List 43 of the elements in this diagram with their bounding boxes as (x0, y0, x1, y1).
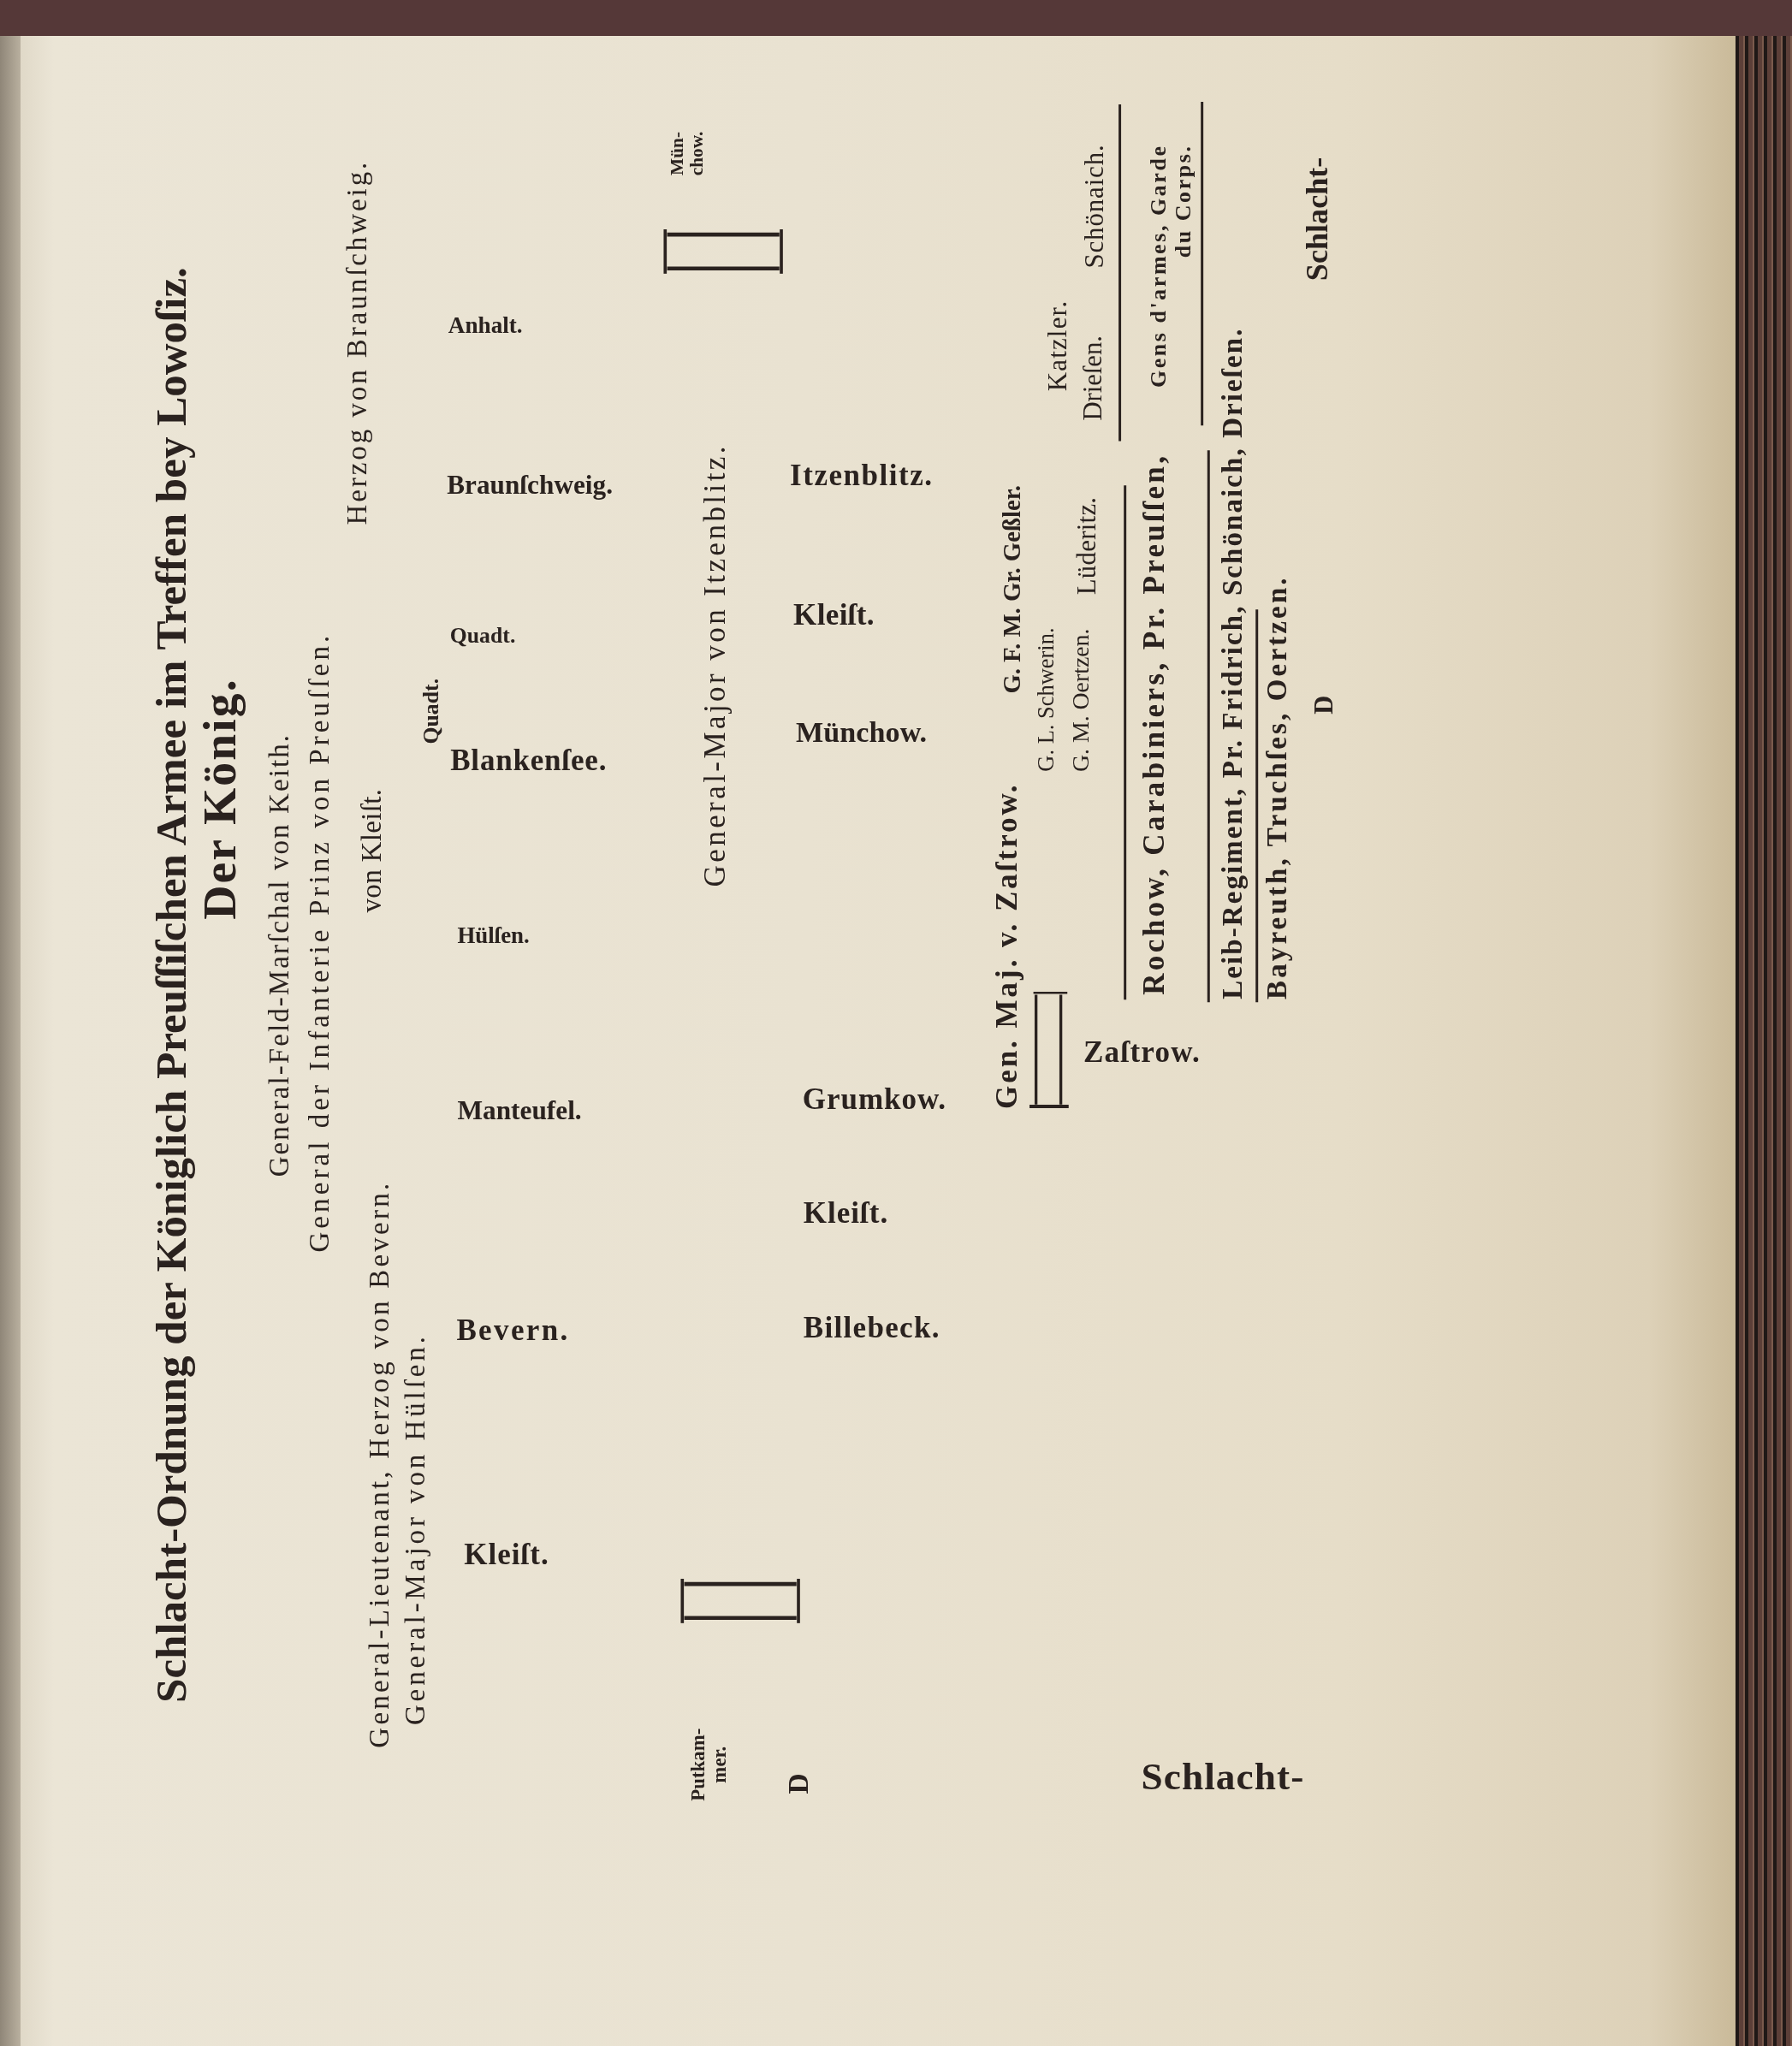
regiment-name: Kleiſt. (793, 599, 875, 632)
regiment-name: Grumkow. (802, 1083, 947, 1117)
regiment-name: Münchow. (796, 715, 928, 749)
commander-name: von Kleiſt. (356, 789, 388, 913)
unit-name: Putkam- mer. (687, 1727, 731, 1803)
commander-name: G. L. Schwerin. (1033, 627, 1059, 772)
regiment-name: Billebeck. (803, 1312, 941, 1345)
commander-name: Herzog von Braunſchweig. (341, 159, 373, 525)
subheading: Der König. (193, 678, 246, 920)
regiment-name: Blankenſee. (450, 744, 608, 778)
commander-name: General-Major von Hülſen. (399, 1333, 431, 1726)
commander-name: General-Feld-Marſchal von Keith. (264, 733, 295, 1177)
regiment-list: Gens d'armes, Garde du Corps. (1146, 144, 1196, 391)
regiment-list: Rochow, Carabiniers, Pr. Preuſſen, (1138, 453, 1172, 995)
commander-name: General-Lieutenant, Herzog von Bevern. (364, 1180, 395, 1748)
regiment-name: Anhalt. (448, 313, 523, 340)
regiment-list: Leib-Regiment, Pr. Fridrich, Schönaich, Drieſen. (1216, 327, 1249, 999)
catchword: Schlacht- (1301, 157, 1336, 282)
commander-name: General-Major von Itzenblitz. (698, 443, 733, 887)
regiment-name: Bevern. (456, 1314, 570, 1348)
regiment-name: Braunſchweig. (447, 471, 614, 501)
signature-mark: D (783, 1773, 815, 1794)
unit-name: Zaſtrow. (1083, 1036, 1201, 1070)
regiment-name: Kleiſt. (464, 1539, 549, 1572)
catchword: Schlacht- (1141, 1756, 1305, 1800)
regiment-name: Itzenblitz. (790, 460, 934, 493)
regiment-list: Bayreuth, Truchſes, Oertzen. (1261, 574, 1292, 999)
commander-name: G. F. M. Gr. Geßler. (999, 485, 1027, 694)
regiment-name: Schönaich. (1079, 144, 1109, 269)
commander-name: G. M. Oertzen. (1068, 629, 1095, 773)
regiment-name: Lüderitz. (1072, 496, 1102, 595)
unit-name: Mün- chow. (668, 131, 709, 178)
page-title: Schlacht-Ordnung der Königlich Preuſſiſchen Armee im Treffen bey Lowoſiz. (146, 267, 195, 1704)
commander-name: General der Infanterie Prinz von Preuſſen. (304, 632, 335, 1253)
regiment-name: Drieſen. (1078, 335, 1108, 421)
regiment-name: Quadt. (449, 623, 516, 648)
signature-mark: D (1310, 695, 1339, 715)
regiment-name: Kleiſt. (803, 1196, 889, 1231)
regiment-name: Hülſen. (457, 922, 530, 949)
commander-name: Gen. Maj. v. Zaſtrow. (990, 782, 1024, 1110)
regiment-name: Manteufel. (457, 1095, 582, 1126)
commander-name: Katzler. (1043, 299, 1073, 392)
commander-name: Quadt. (419, 679, 444, 744)
